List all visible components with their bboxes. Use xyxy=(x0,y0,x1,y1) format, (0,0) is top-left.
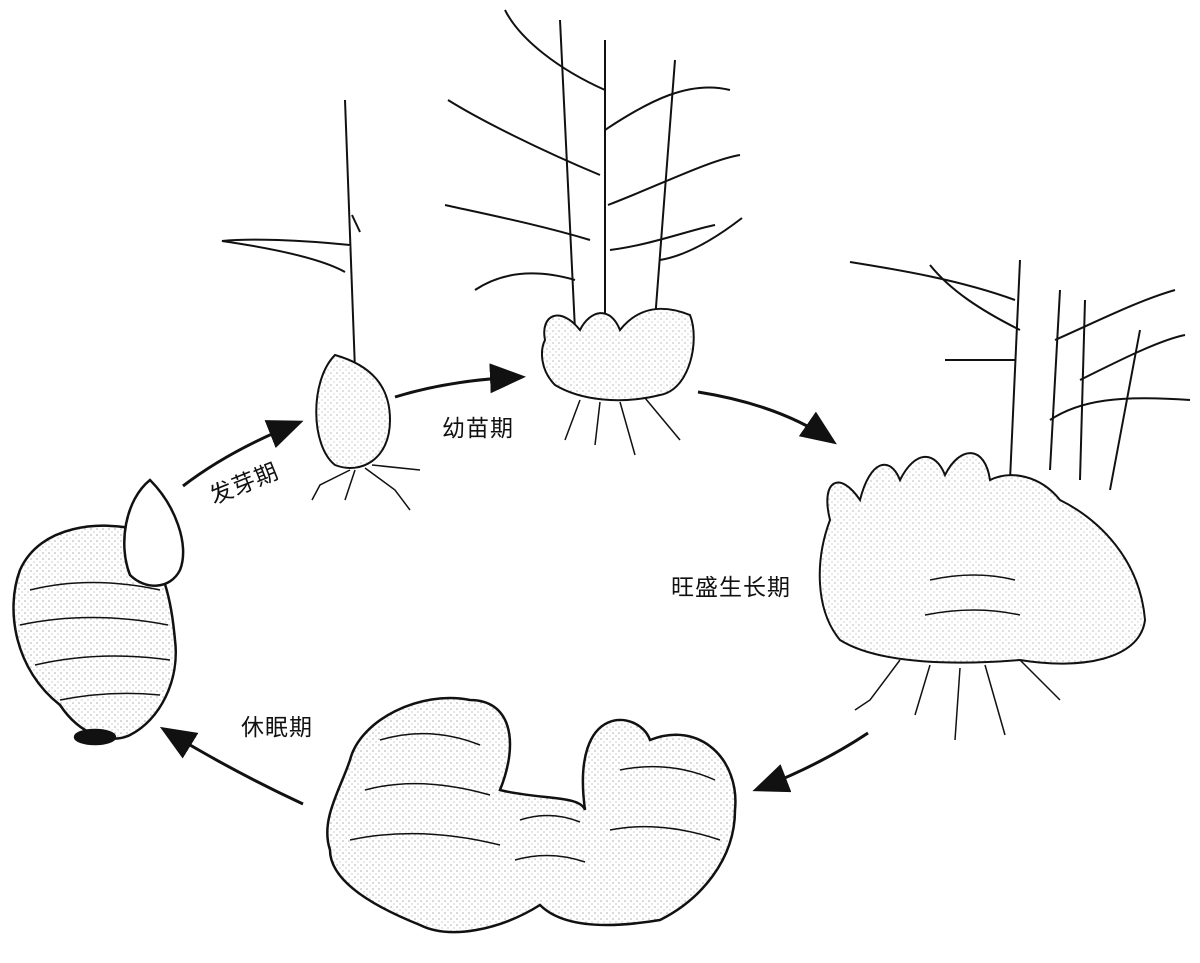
arrow-vigorous-to-harvest xyxy=(752,731,869,793)
vigorous-growth-plant xyxy=(818,259,1191,741)
harvest-rhizome-cluster xyxy=(326,696,737,934)
cycle-arrows xyxy=(159,363,869,806)
arrow-harvest-to-dormant xyxy=(159,726,304,806)
seedling-plant xyxy=(444,9,743,456)
stage-label-dormancy: 休眠期 xyxy=(241,715,313,741)
arrow-sprout-to-seedling xyxy=(394,363,526,399)
stage-label-vigorous-growth: 旺盛生长期 xyxy=(671,575,791,601)
dormant-seed-rhizome xyxy=(12,478,185,746)
arrow-dormant-to-sprout xyxy=(182,420,304,488)
stage-label-seedling: 幼苗期 xyxy=(442,416,514,442)
germination-sprout xyxy=(221,99,421,511)
arrow-seedling-to-vigorous xyxy=(697,390,837,445)
